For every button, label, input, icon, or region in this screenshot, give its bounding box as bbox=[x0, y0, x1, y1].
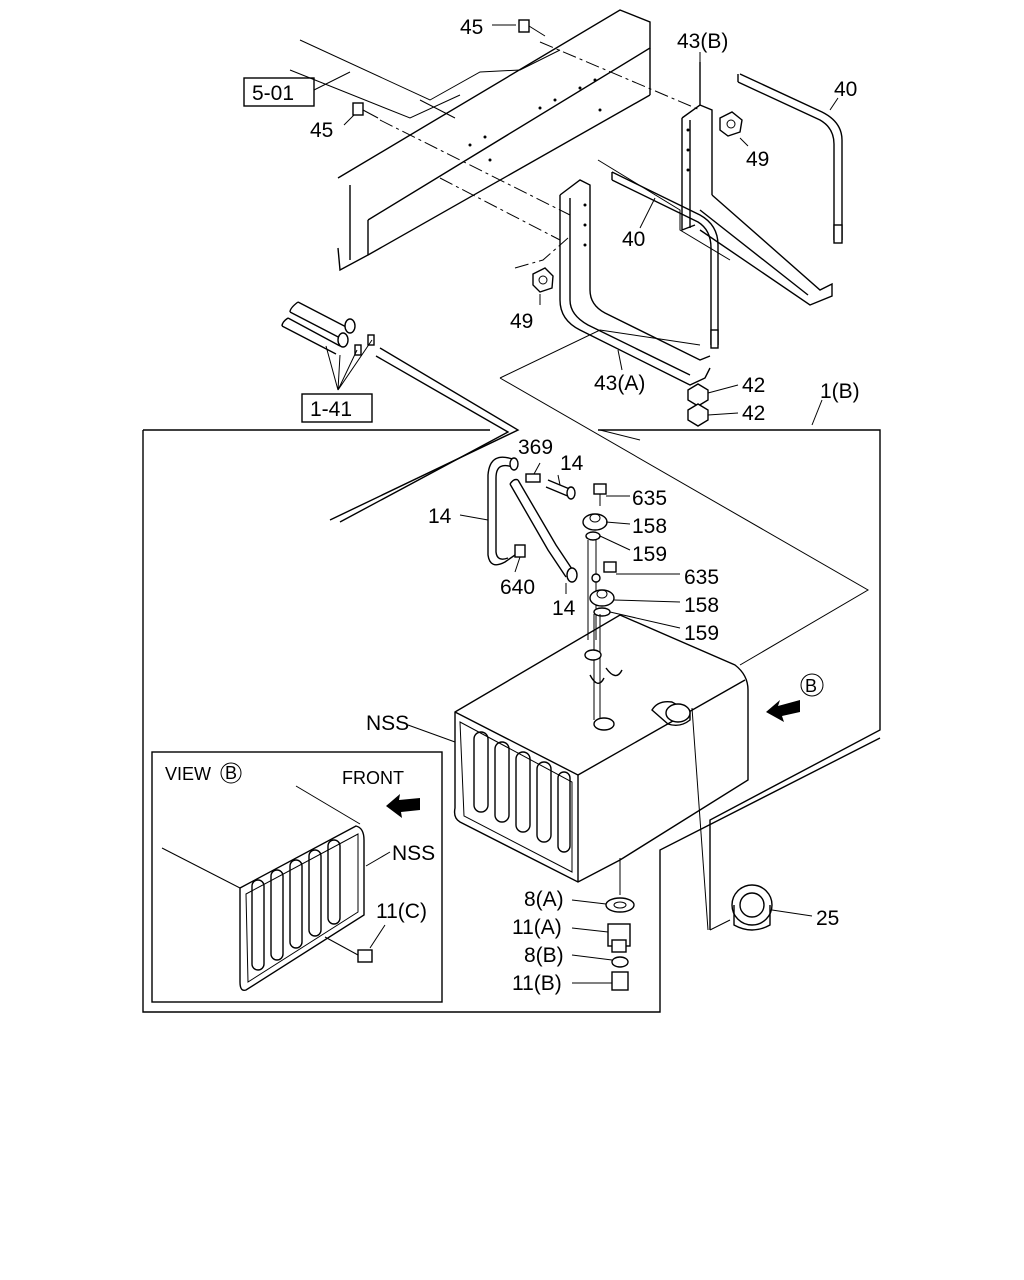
label-45-top: 45 bbox=[460, 16, 483, 39]
label-40-front: 40 bbox=[622, 228, 645, 251]
label-40-rear: 40 bbox=[834, 78, 857, 101]
label-640: 640 bbox=[500, 576, 535, 599]
frame-rail bbox=[289, 9, 701, 272]
hose-14-left bbox=[487, 456, 519, 566]
label-369: 369 bbox=[518, 436, 553, 459]
nut-49-right bbox=[719, 111, 743, 137]
nut-49-left bbox=[532, 267, 554, 293]
washer-8b bbox=[611, 956, 629, 968]
frame-holes bbox=[468, 78, 602, 162]
label-159-lower: 159 bbox=[684, 622, 719, 645]
strap-40-front bbox=[611, 171, 719, 349]
label-11c: 11(C) bbox=[376, 900, 427, 923]
label-45-left: 45 bbox=[310, 119, 333, 142]
front-label: FRONT bbox=[342, 768, 404, 788]
grommet-159-lower bbox=[593, 607, 681, 629]
ref-label-5-01: 5-01 bbox=[252, 82, 294, 105]
clip-640 bbox=[514, 544, 526, 573]
label-43a: 43(A) bbox=[594, 372, 645, 395]
ref-box-5-01: 5-01 bbox=[243, 71, 351, 107]
label-11b: 11(B) bbox=[512, 972, 562, 995]
label-158-upper: 158 bbox=[632, 515, 667, 538]
part-labels: 45 45 43(B) 40 49 40 49 43(A) 42 42 1(B)… bbox=[310, 16, 860, 995]
filler-cap-25 bbox=[731, 884, 813, 931]
label-159-upper: 159 bbox=[632, 543, 667, 566]
view-b-title: VIEW bbox=[165, 764, 211, 784]
front-arrow bbox=[386, 794, 420, 818]
bolt-635-lower bbox=[591, 561, 680, 583]
label-11a: 11(A) bbox=[512, 916, 562, 939]
grommet-159-upper bbox=[585, 531, 631, 551]
pipes-1-41 bbox=[281, 301, 520, 523]
tank-fittings bbox=[584, 649, 623, 731]
label-49-left: 49 bbox=[510, 310, 533, 333]
label-8b: 8(B) bbox=[524, 944, 564, 967]
label-49-right: 49 bbox=[746, 148, 769, 171]
bracket-43a bbox=[559, 179, 711, 386]
bolt-45-left bbox=[343, 102, 379, 126]
plug-11b bbox=[611, 971, 629, 991]
clamp-158-upper bbox=[582, 513, 631, 531]
label-14-left: 14 bbox=[428, 505, 452, 528]
label-14-short: 14 bbox=[560, 452, 584, 475]
fuel-tank bbox=[407, 614, 749, 931]
label-42-lower: 42 bbox=[742, 402, 765, 425]
nut-42-lower bbox=[687, 403, 709, 427]
view-b-inset: VIEW B FRONT bbox=[151, 751, 443, 1003]
connector-369 bbox=[525, 473, 541, 483]
strap-40-rear bbox=[737, 73, 843, 244]
bolt-45-top bbox=[492, 19, 546, 37]
bolt-635-upper bbox=[593, 483, 630, 506]
filler-neck bbox=[651, 700, 691, 727]
label-14-mid: 14 bbox=[552, 597, 576, 620]
leader-lines bbox=[459, 52, 839, 594]
label-43b: 43(B) bbox=[677, 30, 728, 53]
label-25: 25 bbox=[816, 907, 839, 930]
label-1b: 1(B) bbox=[820, 380, 860, 403]
hose-14-short bbox=[545, 479, 576, 500]
plug-11a bbox=[607, 923, 631, 953]
label-158-lower: 158 bbox=[684, 594, 719, 617]
label-635-lower: 635 bbox=[684, 566, 719, 589]
tank-ribs bbox=[473, 731, 571, 853]
label-nss-view: NSS bbox=[392, 842, 435, 865]
clamp-158-lower bbox=[589, 589, 681, 607]
nut-42-upper bbox=[687, 383, 709, 407]
label-nss-main: NSS bbox=[366, 712, 409, 735]
view-b-arrow: B bbox=[766, 673, 824, 722]
ref-label-1-41: 1-41 bbox=[310, 398, 352, 421]
label-635-upper: 635 bbox=[632, 487, 667, 510]
hose-14-mid bbox=[509, 478, 578, 583]
washer-8a bbox=[605, 897, 635, 913]
b-marker-text: B bbox=[805, 676, 817, 696]
ref-box-1-41: 1-41 bbox=[301, 393, 373, 423]
drain-parts bbox=[571, 897, 635, 991]
label-42-upper: 42 bbox=[742, 374, 765, 397]
assembly-border bbox=[142, 329, 881, 1013]
bracket-43b bbox=[681, 62, 833, 306]
view-b-marker: B bbox=[225, 763, 237, 783]
label-8a: 8(A) bbox=[524, 888, 564, 911]
bolt-11c bbox=[324, 924, 386, 963]
